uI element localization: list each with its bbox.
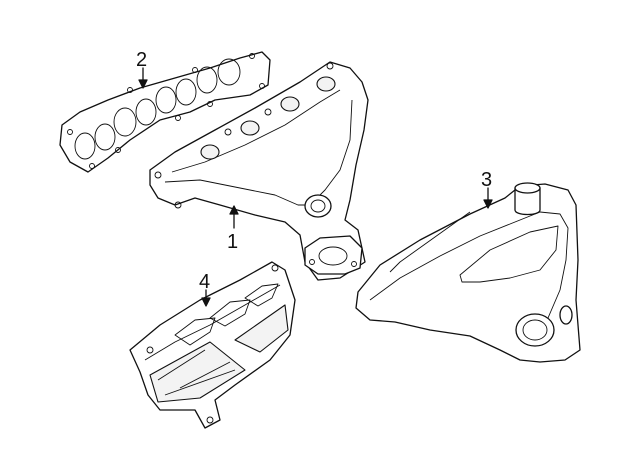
callout-4: 4	[199, 271, 210, 293]
arrow-4	[201, 297, 211, 307]
lower-heat-shield-part	[129, 261, 296, 429]
exhaust-manifold-part	[149, 61, 369, 281]
arrow-1	[229, 205, 239, 215]
callout-1: 1	[227, 231, 238, 253]
gasket-part	[59, 51, 271, 173]
arrow-3	[483, 199, 493, 209]
heat-shield-part	[355, 182, 581, 363]
arrow-2	[138, 79, 148, 89]
callout-2: 2	[136, 49, 147, 71]
callout-3: 3	[481, 169, 492, 191]
callout-leaders	[138, 67, 493, 307]
